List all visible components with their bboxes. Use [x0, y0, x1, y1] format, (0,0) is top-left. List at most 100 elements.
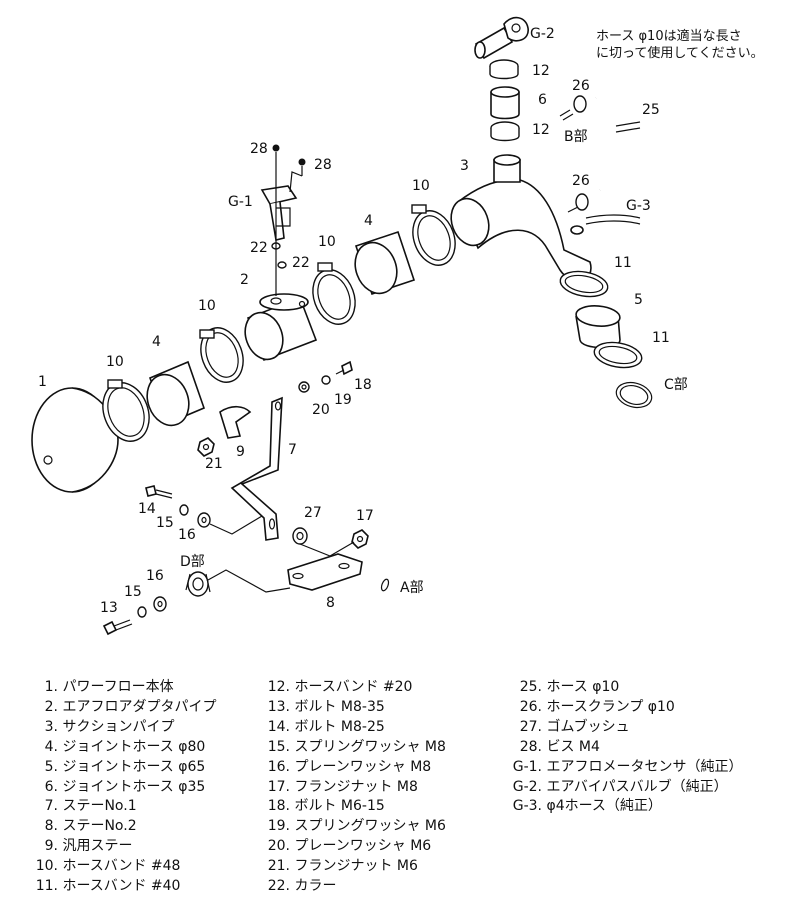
part-hose-band-10-a — [102, 379, 150, 442]
legend-item: 12. ホースバンド #20 — [267, 679, 413, 695]
legend-item: G-1. エアフロメータセンサ（純正） — [512, 758, 743, 775]
legend-item: 13. ボルト M8-35 — [267, 698, 385, 715]
callout-12-a: 12 — [532, 63, 550, 79]
callout-10-a: 10 — [106, 354, 124, 370]
part-bolt-13 — [102, 619, 133, 636]
callout-28-a: 28 — [250, 141, 268, 157]
legend-item: 3. サクションパイプ — [44, 718, 175, 735]
parts-legend-column-2: 12. ホースバンド #20 13. ボルト M8-35 14. ボルト M8-… — [262, 678, 446, 897]
part-stay-1 — [230, 396, 283, 541]
part-bolt-14 — [145, 485, 173, 499]
assembly-line-stay2 — [207, 569, 291, 593]
part-bypass-valve-g2 — [474, 16, 529, 60]
legend-item: 26. ホースクランプ φ10 — [519, 698, 675, 715]
callout-11-b: 11 — [652, 330, 670, 346]
callout-5: 5 — [634, 292, 643, 308]
callout-10-d: 10 — [412, 178, 430, 194]
part-bolt-18 — [335, 360, 353, 376]
part-joint-hose-65 — [575, 305, 621, 349]
part-hose-band-11-a — [559, 270, 609, 298]
callout-11-a: 11 — [614, 255, 632, 271]
legend-item: G-3. φ4ホース（純正） — [512, 798, 662, 815]
part-hose-band-11-b — [593, 341, 643, 369]
callout-16-a: 16 — [178, 527, 196, 543]
legend-item: 5. ジョイントホース φ65 — [44, 758, 206, 775]
callout-part-b: B部 — [564, 129, 588, 145]
legend-item: 17. フランジナット M8 — [267, 778, 418, 795]
callout-8: 8 — [326, 595, 335, 611]
legend-item: 10. ホースバンド #48 — [35, 858, 181, 875]
callout-part-c: C部 — [664, 377, 688, 393]
legend-item: 18. ボルト M6-15 — [267, 798, 385, 815]
callout-15-b: 15 — [124, 584, 142, 600]
part-hose-clamp-26-b — [575, 193, 589, 211]
callout-4-upper: 4 — [364, 213, 373, 229]
legend-item: 28. ビス M4 — [519, 738, 600, 755]
part-airflow-sensor-g1 — [260, 185, 298, 241]
callout-10-b: 10 — [198, 298, 216, 314]
legend-item: 27. ゴムブッシュ — [519, 718, 630, 735]
callout-g3: G-3 — [626, 198, 651, 214]
legend-item: 16. プレーンワッシャ M8 — [267, 758, 432, 775]
callout-22-a: 22 — [250, 240, 268, 256]
legend-item: 11. ホースバンド #40 — [35, 878, 181, 895]
legend-item: G-2. エアバイパスバルブ（純正） — [512, 778, 728, 795]
callout-22-b: 22 — [292, 255, 310, 271]
callout-g1: G-1 — [228, 194, 253, 210]
legend-item: 20. プレーンワッシャ M6 — [267, 838, 432, 855]
callout-14: 14 — [138, 501, 156, 517]
part-hose-band-12-b — [490, 121, 520, 142]
part-hose-band-10-b — [199, 327, 244, 383]
part-hose-4-g3 — [585, 214, 641, 225]
callout-21: 21 — [205, 456, 223, 472]
part-detail-c — [615, 381, 653, 409]
part-airflow-adapter-pipe — [244, 293, 318, 362]
part-joint-hose-80-b — [354, 230, 416, 296]
callout-3: 3 — [460, 158, 469, 174]
part-hose-clamp-26-a — [559, 95, 587, 121]
callout-13: 13 — [100, 600, 118, 616]
callout-7: 7 — [288, 442, 297, 458]
part-hose-band-12-a — [489, 59, 519, 80]
part-screw-28-a — [272, 144, 280, 168]
part-spring-washer-15-b — [137, 606, 147, 618]
legend-item: 22. カラー — [267, 878, 337, 895]
callout-25: 25 — [642, 102, 660, 118]
callout-20: 20 — [312, 402, 330, 418]
exploded-parts-diagram: ホース φ10は適当な長さ に切って使用してください。 1 2 3 4 4 5 … — [31, 16, 764, 636]
part-screw-28-b — [289, 158, 306, 193]
callout-2: 2 — [240, 272, 249, 288]
callout-part-d: D部 — [180, 554, 205, 570]
callout-g2: G-2 — [530, 26, 555, 42]
assembly-line-nut17 — [299, 541, 355, 557]
part-hose-band-10-c — [312, 262, 356, 325]
callout-6: 6 — [538, 92, 547, 108]
part-flange-nut-21 — [197, 437, 215, 457]
legend-item: 21. フランジナット M6 — [267, 858, 418, 875]
legend-item: 4. ジョイントホース φ80 — [44, 738, 206, 755]
legend-item: 7. ステーNo.1 — [44, 798, 137, 815]
part-suction-pipe — [450, 154, 592, 282]
part-plain-washer-16-b — [153, 596, 167, 612]
callout-28-b: 28 — [314, 157, 332, 173]
callout-9: 9 — [236, 444, 245, 460]
legend-item: 1. パワーフロー本体 — [44, 679, 174, 695]
part-joint-hose-35 — [490, 86, 520, 120]
legend-item: 8. ステーNo.2 — [44, 818, 137, 835]
parts-legend-column-1: 1. パワーフロー本体 2. エアフロアダプタパイプ 3. サクションパイプ 4… — [22, 678, 217, 897]
legend-item: 19. スプリングワッシャ M6 — [267, 818, 446, 835]
legend-item: 15. スプリングワッシャ M8 — [267, 738, 446, 755]
assembly-line-stay1 — [209, 515, 263, 535]
callout-1: 1 — [38, 374, 47, 390]
part-plain-washer-20 — [298, 381, 310, 393]
callout-part-a: A部 — [400, 580, 424, 596]
part-detail-d — [185, 571, 211, 597]
legend-item: 2. エアフロアダプタパイプ — [44, 698, 217, 715]
callout-19: 19 — [334, 392, 352, 408]
callout-17: 17 — [356, 508, 374, 524]
callout-26-b: 26 — [572, 173, 590, 189]
part-joint-hose-80-a — [146, 360, 206, 427]
legend-item: 6. ジョイントホース φ35 — [44, 778, 206, 795]
part-flange-nut-17 — [351, 529, 369, 549]
part-stay-2 — [287, 553, 390, 592]
